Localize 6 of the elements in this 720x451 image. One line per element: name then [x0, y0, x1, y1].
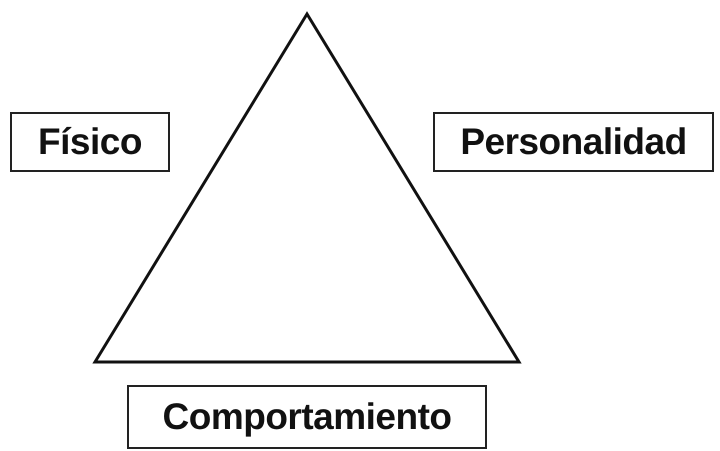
label-box: [433, 112, 714, 172]
label-text: Comportamiento: [162, 396, 452, 438]
label-box: [10, 112, 170, 172]
label-box: [127, 385, 487, 449]
label-text: Personalidad: [460, 121, 687, 163]
label-text: Físico: [38, 121, 142, 163]
